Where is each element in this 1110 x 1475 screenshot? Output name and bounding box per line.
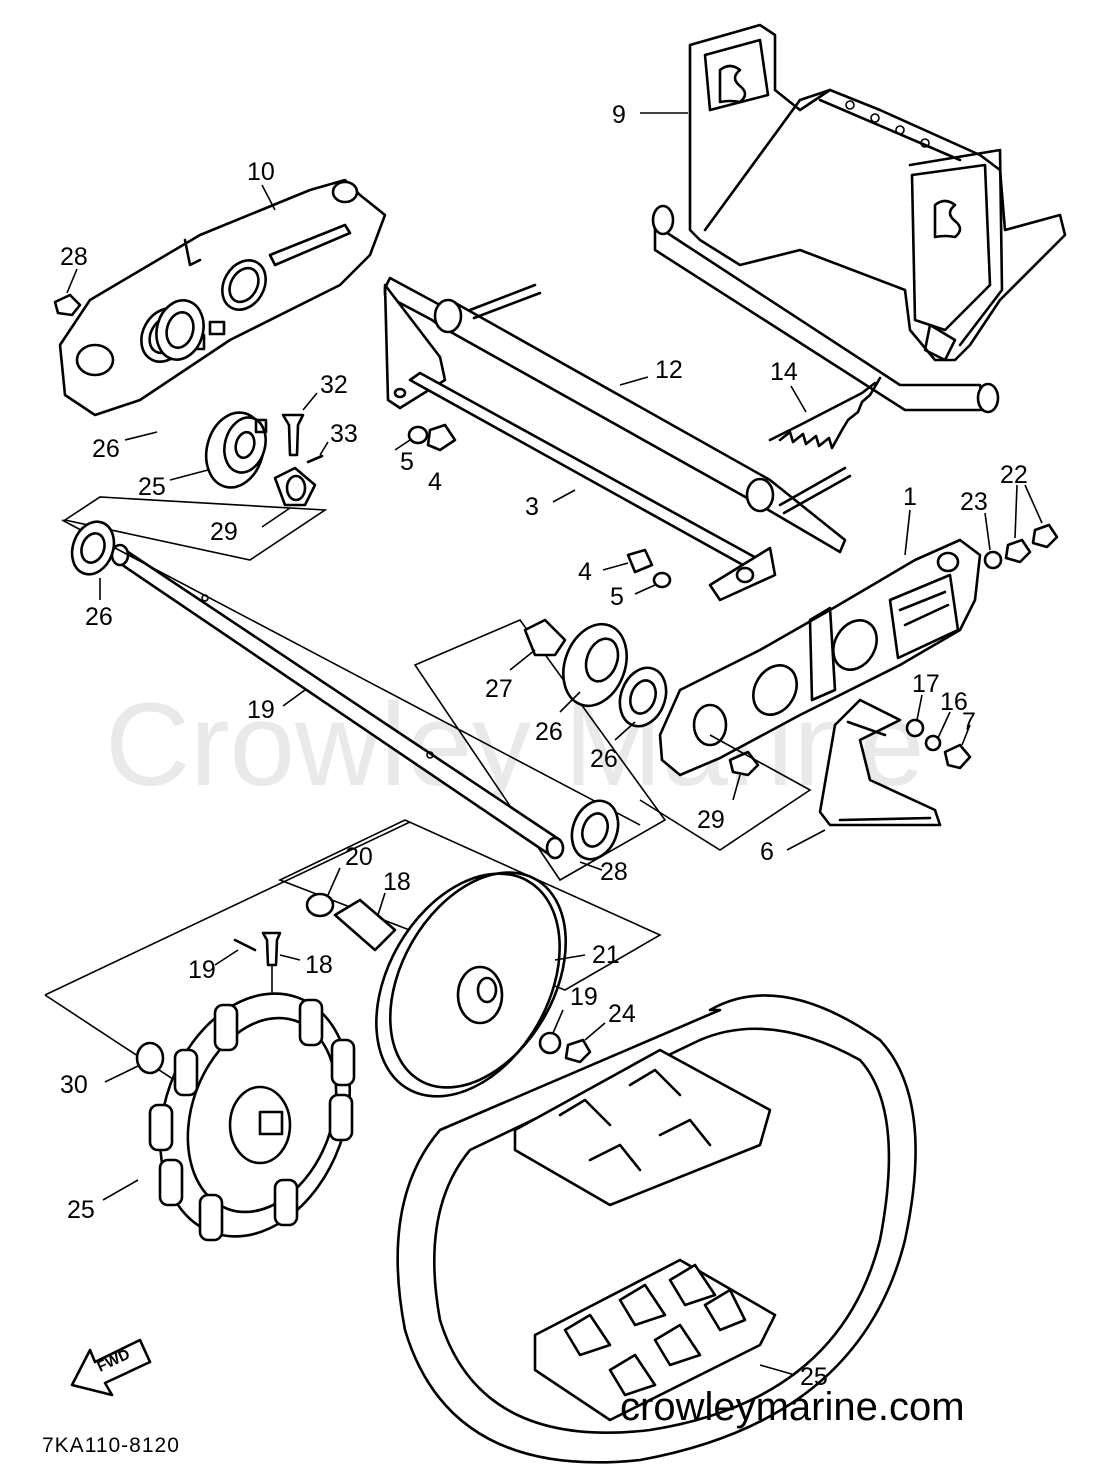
idler-wheel-17 [375, 871, 568, 1098]
bearing-27 [570, 799, 620, 861]
callout: 33 [330, 420, 358, 448]
callout: 26 [590, 745, 618, 773]
callout: 17 [912, 670, 940, 698]
callout: 32 [320, 371, 348, 399]
bolt-9 [943, 743, 972, 770]
bolt-4a [426, 423, 457, 452]
callout: 19 [188, 956, 216, 984]
callout: 1 [903, 483, 917, 511]
clip-33 [306, 454, 324, 464]
upper-shaft [383, 276, 852, 554]
callout: 26 [535, 718, 563, 746]
washer-23 [983, 550, 1003, 570]
callout: 22 [1000, 461, 1028, 489]
washer-19 [538, 1031, 562, 1055]
callout: 26 [92, 435, 120, 463]
callout: 7 [962, 708, 976, 736]
bracket-8 [818, 698, 942, 827]
bushing-30 [273, 466, 317, 507]
callout: 25 [800, 1363, 828, 1391]
bearing-26b [618, 666, 668, 728]
callout: 19 [247, 696, 275, 724]
bolt-4b [626, 548, 654, 574]
callout: 5 [400, 448, 414, 476]
washer-5a [407, 425, 429, 445]
callout: 29 [697, 806, 725, 834]
forward-direction-arrow: FWD [70, 1338, 152, 1397]
lower-shaft [383, 283, 777, 602]
callout: 24 [608, 1000, 636, 1028]
right-side-plate [658, 538, 982, 777]
bushing-31 [523, 618, 567, 657]
website-text: crowleymarine.com [620, 1385, 965, 1429]
callout: 18 [383, 868, 411, 896]
callout: 14 [770, 358, 798, 386]
callout: 9 [612, 101, 626, 129]
bearing-26a [155, 299, 205, 361]
callout: 25 [67, 1196, 95, 1224]
callout: 10 [247, 158, 275, 186]
washer-20 [305, 892, 335, 918]
callout: 4 [578, 558, 592, 586]
flange-25b [562, 622, 628, 708]
nut-21 [564, 1038, 592, 1064]
drive-axle [110, 543, 565, 860]
callout: 28 [60, 243, 88, 271]
sprocket-14 [148, 992, 356, 1242]
nut-22a [1004, 538, 1032, 564]
bolt-28a [53, 293, 82, 317]
callout: 16 [940, 688, 968, 716]
flange-25a [204, 411, 268, 489]
callout: 20 [345, 843, 373, 871]
washer-29 [135, 1041, 165, 1075]
callout: 30 [60, 1071, 88, 1099]
callout: 21 [592, 941, 620, 969]
track-belt-24 [396, 994, 917, 1464]
washer-11 [905, 718, 925, 738]
callout: 3 [525, 493, 539, 521]
callout: 29 [210, 518, 238, 546]
callout: 25 [138, 473, 166, 501]
washer-10 [924, 734, 942, 752]
callout: 6 [760, 838, 774, 866]
callout: 26 [85, 603, 113, 631]
bearing-26c [70, 520, 116, 576]
callout: 19 [570, 983, 598, 1011]
nut-22b [1031, 523, 1059, 549]
front-frame-bracket [651, 23, 1067, 414]
callout: 28 [600, 858, 628, 886]
callout: 12 [655, 356, 683, 384]
drawing-code: 7KA110-8120 [42, 1434, 180, 1457]
pin-15 [261, 931, 282, 967]
pin-32 [281, 413, 305, 457]
callout: 27 [485, 675, 513, 703]
callout: 4 [428, 468, 442, 496]
clip-16 [233, 938, 257, 952]
sleeve-18 [333, 898, 397, 952]
spring-12 [768, 376, 882, 450]
callout: 18 [305, 951, 333, 979]
callout: 23 [960, 488, 988, 516]
callout: 5 [610, 583, 624, 611]
washer-5b [652, 571, 672, 589]
